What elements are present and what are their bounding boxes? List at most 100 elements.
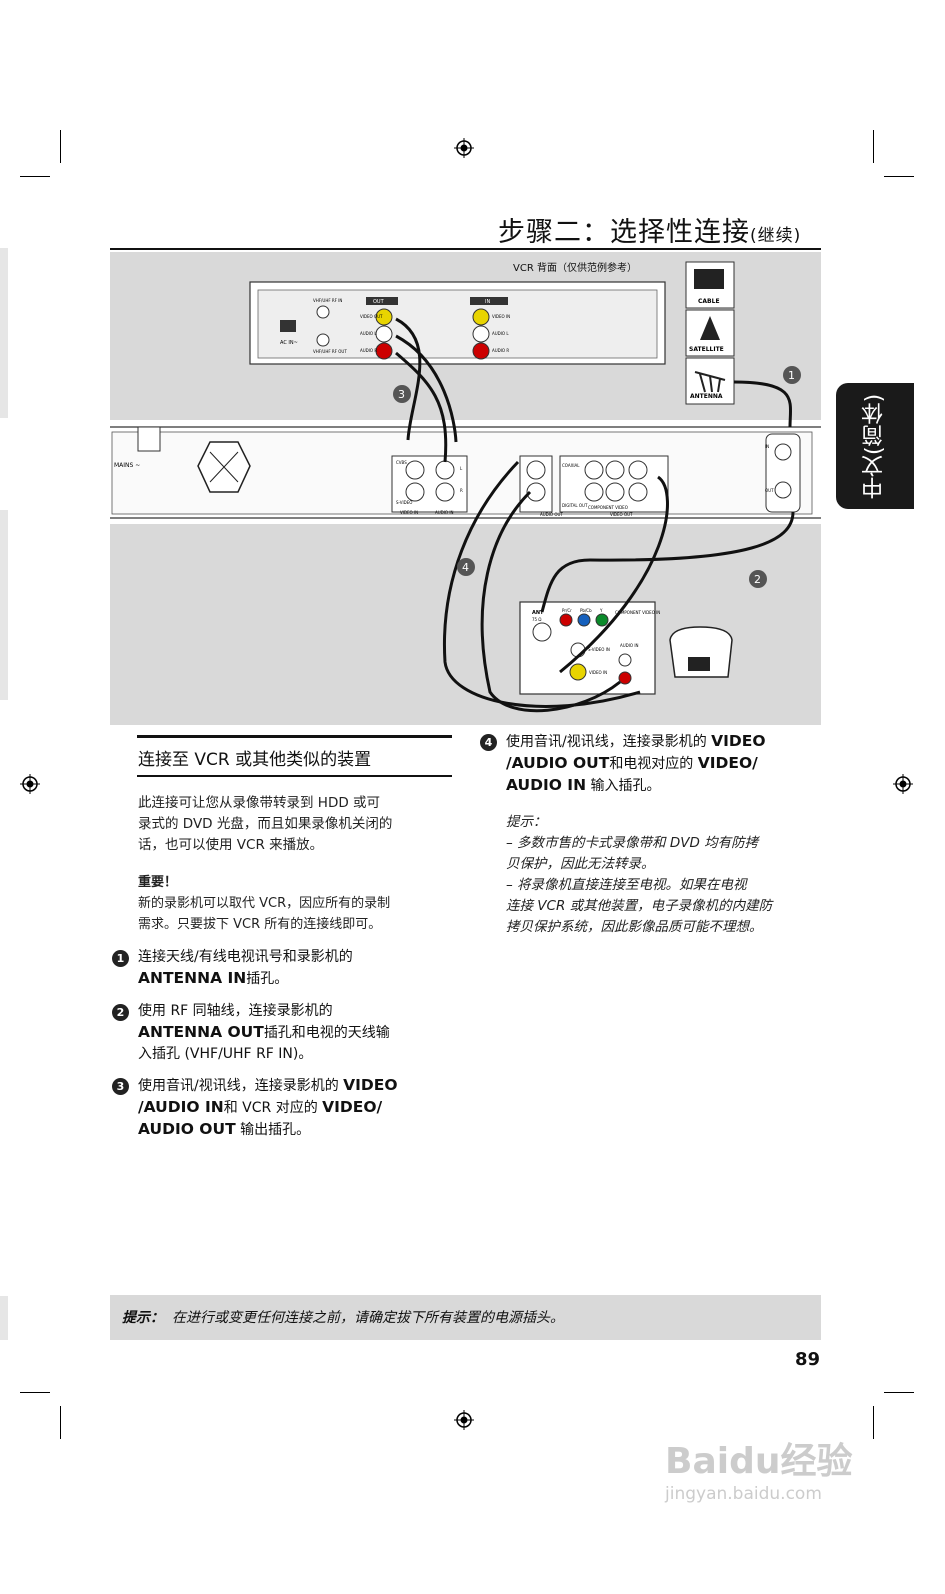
callout-1: 1 [788,369,795,382]
page-title-suffix: (继续) [750,226,802,246]
tips-block: 提示： – 多数市售的卡式录像带和 DVD 均有防拷 贝保护，因此无法转录。 –… [506,812,826,938]
component-video-label: COMPONENT VIDEO [588,505,628,510]
watermark-brand: Baidu经验 [665,1441,853,1482]
step-bold: /AUDIO IN [138,1098,224,1116]
crop-mark [60,1406,61,1439]
footer-tip-label: 提示： [122,1310,164,1326]
step-bold: VIDEO [711,732,766,750]
section-bottom-rule [137,775,452,777]
callout-2: 2 [754,573,761,586]
step-bold: ANTENNA IN [138,969,247,987]
important-line: 新的录影机可以取代 VCR，因应所有的录制 [138,896,391,911]
tv-component-in-label: COMPONENT VIDEO IN [615,610,660,615]
vcr-video-in-label: VIDEO IN [492,314,510,319]
cable-icon [694,269,724,289]
registration-mark-icon [893,774,913,794]
vcr-out-label: OUT [373,299,385,305]
antenna-icon [694,371,726,393]
crop-mark [884,1392,914,1393]
step-mid: 和 VCR 对应的 [223,1100,323,1116]
callout-3: 3 [398,388,405,401]
connection-diagram: VCR 背面（仅供范例参考） AC IN~ VHF/UHF RF IN VHF/… [110,252,821,725]
tv-ohm-label: 75 Ω [532,617,541,622]
ac-socket-icon [280,320,296,332]
vcr-caption: VCR 背面（仅供范例参考） [513,261,637,274]
watermark: Baidu经验 jingyan.baidu.com [665,1432,852,1504]
step-2: 使用 RF 同轴线，连接录影机的 ANTENNA OUT插孔和电视的天线输 入插… [138,1001,458,1065]
step-text: 连接天线/有线电视讯号和录影机的 [138,949,353,965]
callout-4: 4 [462,561,469,574]
tip-line: 连接 VCR 或其他装置，电子录像机的内建防 [506,898,773,914]
edge-strip [0,510,8,700]
cables [395,317,795,713]
crop-mark [20,1392,50,1393]
step-tail: 入插孔 (VHF/UHF RF IN)。 [138,1046,313,1062]
crop-mark [873,130,874,163]
tv-icon [669,626,733,678]
tv-pr-label: Pr/Cr [562,608,572,613]
step-mid: 和电视对应的 [609,756,698,772]
tv-y-label: Y [599,608,603,613]
tip-line: 拷贝保护系统，因此影像品质可能不理想。 [506,919,763,935]
satellite-label: SATELLITE [689,346,724,353]
important-title: 重要！ [138,875,178,890]
tv-pb-label: Pb/Cb [580,608,592,613]
tv-video-in-label: VIDEO IN [589,670,607,675]
step-number: 4 [480,734,497,751]
tip-line: – 将录像机直接连接至电视。如果在电视 [506,877,747,893]
page-number: 89 [795,1349,821,1370]
step-number: 3 [112,1078,129,1095]
intro-line: 此连接可让您从录像带转录到 HDD 或可 [138,795,381,811]
tv-svideo-in-label: S-VIDEO IN [588,647,610,652]
crop-mark [884,176,914,177]
rec-audio-in-label: AUDIO IN [435,510,454,515]
antenna-label: ANTENNA [690,393,723,400]
vcr-audio-in-l-label: AUDIO L [492,331,509,336]
intro-line: 话，也可以使用 VCR 来播放。 [138,837,324,853]
tips-title: 提示： [506,814,547,830]
intro-paragraph: 此连接可让您从录像带转录到 HDD 或可 录式的 DVD 光盘，而且如果录像机关… [138,793,458,856]
recorder-back-panel: MAINS ~ CVBS S-VIDEO L R VIDEO IN AUDIO … [110,426,821,519]
vcr-back-panel: AC IN~ VHF/UHF RF IN VHF/UHF RF OUT OUT … [249,281,666,365]
step-bold: ANTENNA OUT [138,1023,264,1041]
step-tail: 插孔和电视的天线输 [263,1025,390,1041]
cable-label: CABLE [698,298,720,305]
vcr-rf-out-label: VHF/UHF RF OUT [313,349,347,354]
vcr-audio-out-r-label: AUDIO R [360,348,377,353]
tip-line: 贝保护，因此无法转录。 [506,856,655,872]
rec-video-in-label: VIDEO IN [400,510,418,515]
svideo-label: S-VIDEO [396,500,412,505]
step-bold: VIDEO [343,1076,398,1094]
step-text: 使用音讯/视讯线，连接录影机的 [506,734,712,750]
registration-mark-icon [454,138,474,158]
source-icons: CABLE SATELLITE ANTENNA [685,261,735,405]
important-note: 重要！ 新的录影机可以取代 VCR，因应所有的录制 需求。只要拔下 VCR 所有… [138,872,458,935]
step-bold: VIDEO/ [697,754,758,772]
registration-mark-icon [454,1410,474,1430]
section-top-rule [137,735,452,738]
edge-strip [0,248,8,418]
intro-line: 录式的 DVD 光盘，而且如果录像机关闭的 [138,816,393,832]
vcr-in-label: IN [485,299,490,305]
crop-mark [873,1406,874,1439]
step-bold: /AUDIO OUT [506,754,610,772]
language-tab: 中文(简体) [836,383,914,509]
important-line: 需求。只要拔下 VCR 所有的连接线即可。 [138,917,382,932]
watermark-url: jingyan.baidu.com [665,1484,822,1504]
registration-mark-icon [20,774,40,794]
satellite-icon [700,316,720,340]
vcr-rf-in-label: VHF/UHF RF IN [313,298,342,303]
step-number: 2 [112,1004,129,1021]
language-tab-label: 中文(简体) [862,393,887,499]
step-bold: VIDEO/ [322,1098,383,1116]
step-tail: 输入插孔。 [586,778,661,794]
step-bold: AUDIO OUT [138,1120,236,1138]
tv-back-panel: ANT 75 Ω Pr/Cr Pb/Cb Y COMPONENT VIDEO I… [519,601,660,695]
crop-mark [20,176,50,177]
vcr-audio-out-l-label: AUDIO L [360,331,377,336]
rec-ant-out-label: OUT [765,488,774,493]
step-number: 1 [112,950,129,967]
rec-audio-out-label: AUDIO OUT [540,512,563,517]
step-3: 使用音讯/视讯线，连接录影机的 VIDEO /AUDIO IN和 VCR 对应的… [138,1075,458,1141]
rec-video-out-label: VIDEO OUT [610,512,633,517]
